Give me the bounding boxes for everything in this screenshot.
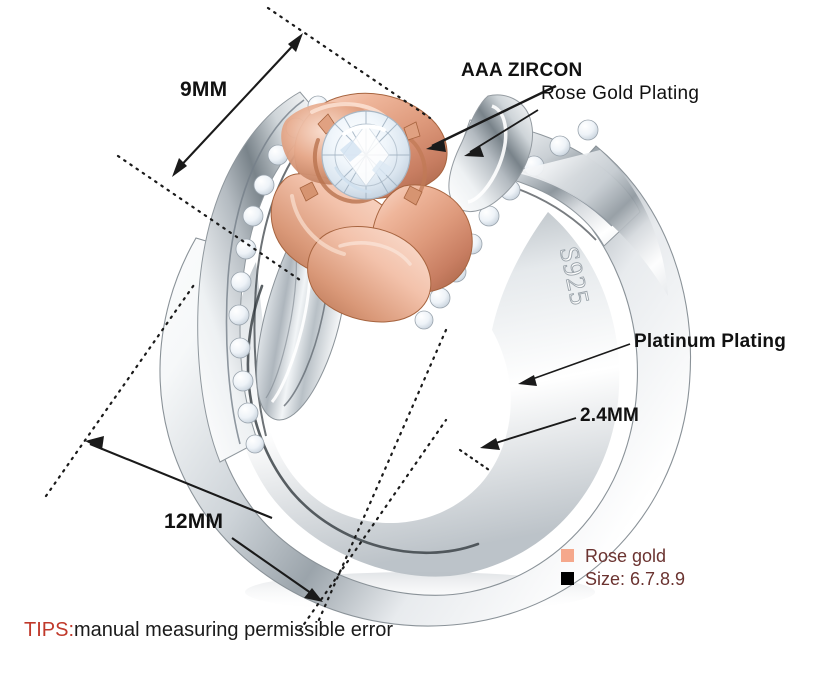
leader-platinum bbox=[518, 343, 631, 386]
callout-label-rose-gold-plating: Rose Gold Plating bbox=[541, 83, 700, 104]
ring-body: S925 bbox=[159, 91, 691, 627]
leader-rose-gold bbox=[464, 109, 539, 157]
dimension-label-height: 12MM bbox=[164, 510, 224, 533]
dimension-label-band-thickness: 2.4MM bbox=[580, 405, 640, 426]
tips-text: manual measuring permissible error bbox=[74, 619, 394, 641]
legend-label-size: Size: 6.7.8.9 bbox=[585, 568, 686, 589]
guide-9mm-bottom bbox=[116, 154, 302, 282]
dimension-label-width: 9MM bbox=[180, 78, 228, 101]
center-diamond bbox=[321, 110, 411, 200]
tips-key: TIPS: bbox=[24, 619, 75, 641]
size-swatch bbox=[561, 572, 574, 585]
callout-label-zircon: AAA ZIRCON bbox=[461, 60, 583, 81]
legend-item-rose-gold: Rose gold bbox=[561, 544, 685, 567]
guide-diagonal-long bbox=[316, 328, 448, 624]
rose-gold-swatch bbox=[561, 549, 574, 562]
leader-zircon bbox=[426, 84, 557, 152]
guide-9mm-top bbox=[266, 6, 432, 120]
tips-note: TIPS:manual measuring permissible error bbox=[24, 619, 393, 642]
arrow-9mm bbox=[172, 33, 303, 177]
legend-label-rose-gold: Rose gold bbox=[585, 545, 667, 566]
leader-24mm bbox=[458, 417, 577, 474]
guide-12mm-bottom bbox=[298, 418, 448, 632]
guide-12mm-top bbox=[44, 280, 198, 498]
callout-label-platinum-plating: Platinum Plating bbox=[634, 331, 787, 352]
dimension-guides bbox=[44, 6, 631, 632]
arrow-12mm bbox=[85, 436, 323, 602]
legend: Rose gold Size: 6.7.8.9 bbox=[561, 544, 685, 590]
legend-item-size: Size: 6.7.8.9 bbox=[561, 567, 685, 590]
